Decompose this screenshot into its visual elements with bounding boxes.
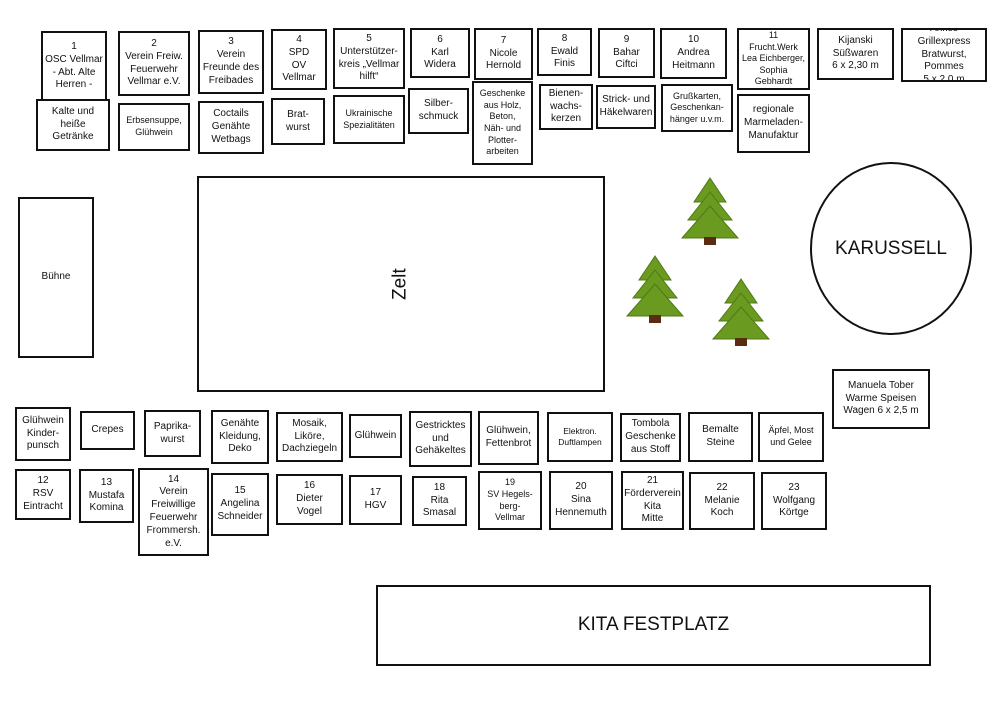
goods-8: Bienen- wachs- kerzen (539, 84, 593, 130)
goods-10: Grußkarten, Geschenkan- hänger u.v.m. (661, 84, 733, 132)
stall-5: 5 Unterstützer- kreis „Vellmar hilft“ (333, 28, 405, 89)
stall-15: 15 Angelina Schneider (211, 473, 269, 536)
goods-17: Glühwein (349, 414, 402, 458)
goods-12: Glühwein Kinder- punsch (15, 407, 71, 461)
stall-19: 19 SV Hegels- berg- Vellmar (478, 471, 542, 530)
tree-icon (711, 278, 771, 346)
karussell: KARUSSELL (810, 162, 972, 335)
goods-23: Äpfel, Most und Gelee (758, 412, 824, 462)
goods-21: Tombola Geschenke aus Stoff (620, 413, 681, 462)
goods-11: regionale Marmeladen- Manufaktur (737, 94, 810, 153)
goods-16: Mosaik, Liköre, Dachziegeln (276, 412, 343, 462)
stall-18: 18 Rita Smasal (412, 476, 467, 526)
stall-4: 4 SPD OV Vellmar (271, 29, 327, 90)
goods-5: Ukrainische Spezialitäten (333, 95, 405, 144)
buehne: Bühne (18, 197, 94, 358)
stall-kijanski: Kijanski Süßwaren 6 x 2,30 m (817, 28, 894, 80)
goods-9: Strick- und Häkelwaren (596, 85, 656, 129)
stall-8: 8 Ewald Finis (537, 28, 592, 76)
zelt-label: Zelt (389, 268, 411, 300)
goods-19: Glühwein, Fettenbrot (478, 411, 539, 465)
stall-14: 14 Verein Freiwillige Feuerwehr Frommers… (138, 468, 209, 556)
stall-22: 22 Melanie Koch (689, 472, 755, 530)
kita-festplatz: KITA FESTPLATZ (376, 585, 931, 666)
stall-13: 13 Mustafa Komina (79, 469, 134, 523)
goods-3: Coctails Genähte Wetbags (198, 101, 264, 154)
goods-7: Geschenke aus Holz, Beton, Näh- und Plot… (472, 81, 533, 165)
stall-1: 1 OSC Vellmar - Abt. Alte Herren - (41, 31, 107, 102)
stall-16: 16 Dieter Vogel (276, 474, 343, 525)
tree-icon (625, 255, 685, 323)
goods-18: Gestricktes und Gehäkeltes (409, 411, 472, 467)
stall-17: 17 HGV (349, 475, 402, 525)
goods-14: Paprika- wurst (144, 410, 201, 457)
stall-20: 20 Sina Hennemuth (549, 471, 613, 530)
stall-3: 3 Verein Freunde des Freibades (198, 30, 264, 94)
stall-2: 2 Verein Freiw. Feuerwehr Vellmar e.V. (118, 31, 190, 96)
goods-22: Bemalte Steine (688, 412, 753, 462)
tree-icon (680, 177, 740, 245)
goods-20: Elektron. Duftlampen (547, 412, 613, 462)
stall-21: 21 Förderverein Kita Mitte (621, 471, 684, 530)
goods-13: Crepes (80, 411, 135, 450)
stall-23: 23 Wolfgang Körtge (761, 472, 827, 530)
zelt: Zelt (197, 176, 605, 392)
stall-manuela-tober: Manuela Tober Warme Speisen Wagen 6 x 2,… (832, 369, 930, 429)
stall-7: 7 Nicole Hernold (474, 28, 533, 80)
goods-1: Kalte und heiße Getränke (36, 99, 110, 151)
goods-4: Brat- wurst (271, 98, 325, 145)
goods-2: Erbsensuppe, Glühwein (118, 103, 190, 151)
stall-9: 9 Bahar Ciftci (598, 28, 655, 78)
stall-11: 11 Frucht.Werk Lea Eichberger, Sophia Ge… (737, 28, 810, 90)
stall-ankes-grillexpress: Ankes Grillexpress Bratwurst, Pommes 5 x… (901, 28, 987, 82)
goods-6: Silber- schmuck (408, 88, 469, 134)
stall-12: 12 RSV Eintracht (15, 469, 71, 520)
goods-15: Genähte Kleidung, Deko (211, 410, 269, 464)
stall-10: 10 Andrea Heitmann (660, 28, 727, 79)
stall-6: 6 Karl Widera (410, 28, 470, 78)
